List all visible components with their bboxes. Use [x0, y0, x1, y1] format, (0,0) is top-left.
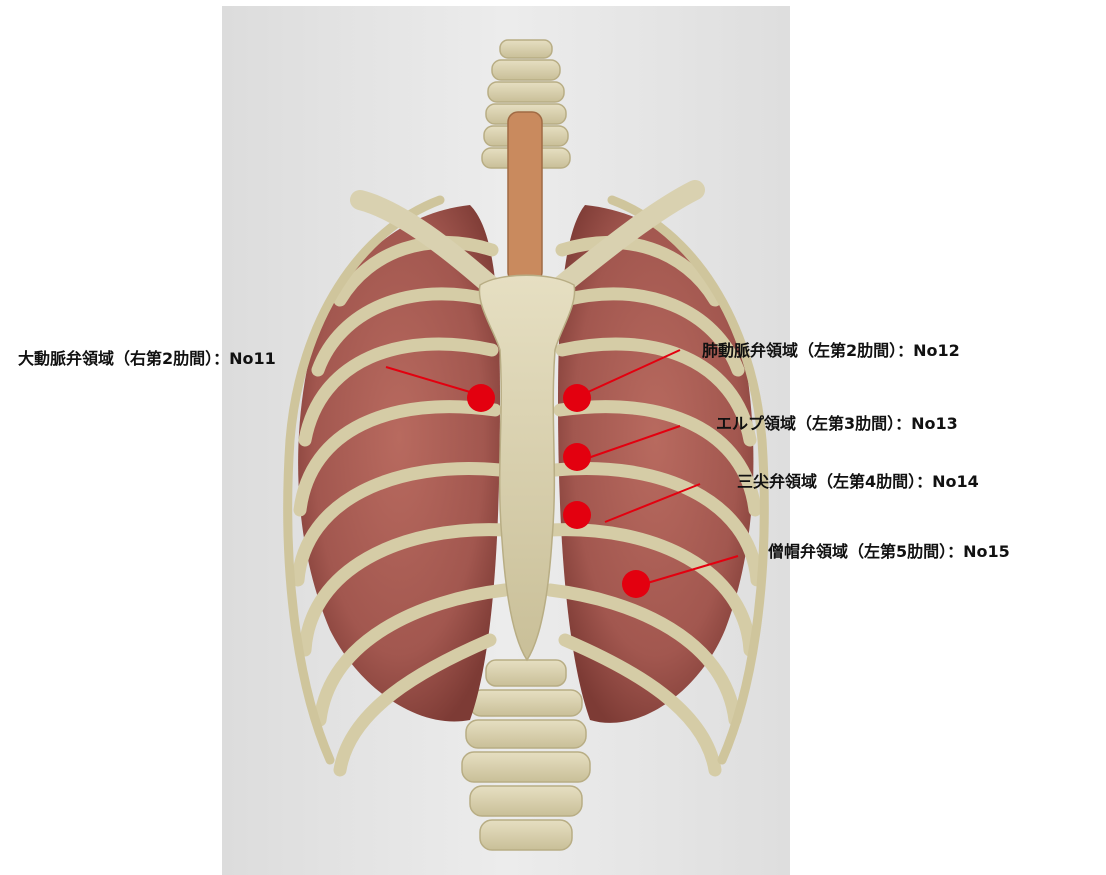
label-erb-area: エルプ領域（左第3肋間）：No13 — [716, 414, 958, 434]
marker-no15 — [622, 570, 650, 598]
leader-line-no14 — [605, 484, 700, 522]
leader-line-no12 — [588, 350, 680, 392]
label-tricuspid-area: 三尖弁領域（左第4肋間）：No14 — [737, 472, 979, 492]
leader-line-no11 — [386, 367, 470, 392]
marker-no11 — [467, 384, 495, 412]
auscultation-markers — [467, 384, 650, 598]
leader-line-no13 — [588, 426, 680, 458]
label-mitral-area: 僧帽弁領域（左第5肋間）：No15 — [768, 542, 1010, 562]
leader-line-no15 — [644, 556, 738, 584]
leader-lines — [386, 350, 738, 584]
marker-no12 — [563, 384, 591, 412]
label-aortic-area: 大動脈弁領域（右第2肋間）：No11 — [18, 349, 276, 369]
marker-no14 — [563, 501, 591, 529]
marker-no13 — [563, 443, 591, 471]
label-pulmonary-area: 肺動脈弁領域（左第2肋間）：No12 — [702, 341, 960, 361]
